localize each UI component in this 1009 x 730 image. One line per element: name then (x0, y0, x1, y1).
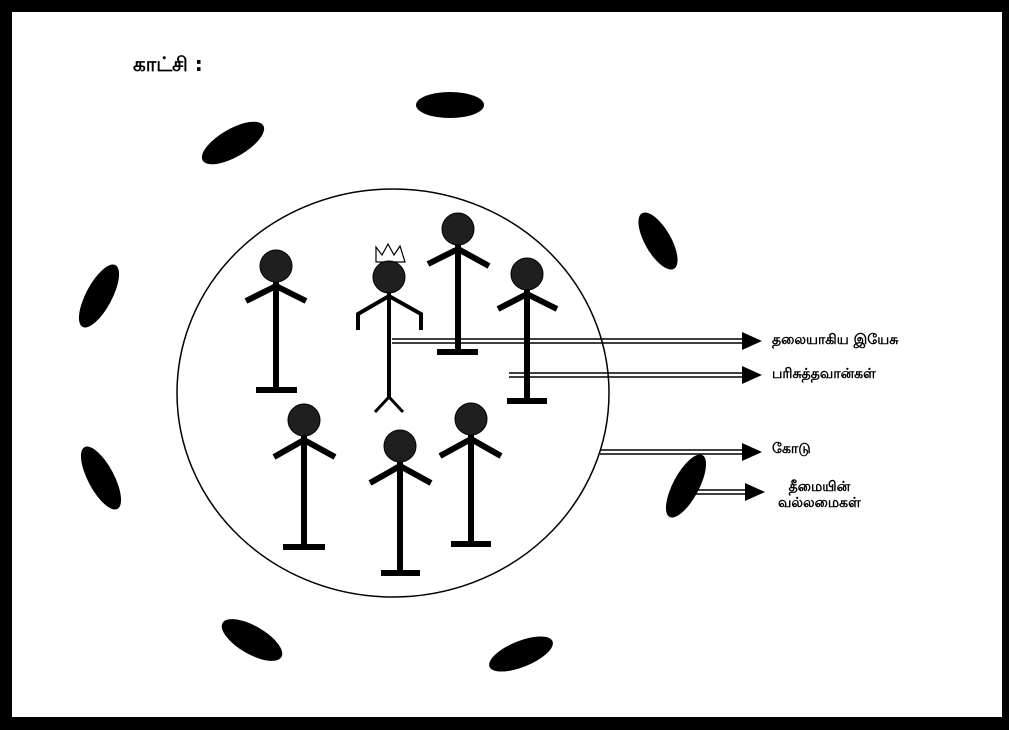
evil-powers (78, 92, 707, 672)
saints-label: பரிசுத்தவான்கள் (772, 366, 876, 382)
evil-powers-label: தீமையின் வல்லமைகள் (778, 479, 861, 511)
arrow-head-label (392, 332, 762, 350)
saint-figure (368, 429, 433, 576)
arrow-evil-label (690, 483, 765, 501)
jesus-figure (356, 242, 423, 414)
evil-power-blob (201, 121, 265, 165)
evil-power-blob (78, 264, 120, 328)
evil-power-blob (221, 619, 283, 661)
boundary-label: கோடு (772, 441, 811, 457)
evil-power-blob (489, 636, 553, 672)
boundary-circle (176, 188, 610, 598)
saint-figure (244, 249, 308, 393)
saint-figure (438, 402, 503, 547)
saint-figure (272, 403, 337, 550)
arrow-saints-label (509, 366, 762, 384)
saint-figure (496, 257, 559, 404)
arrow-boundary-label (600, 443, 762, 461)
scene-title: காட்சி : (133, 52, 203, 76)
evil-power-blob (638, 212, 678, 270)
evil-powers-label-line2: வல்லமைகள் (778, 495, 861, 512)
arrows (392, 332, 765, 501)
evil-power-blob (80, 446, 122, 510)
crown-icon (375, 242, 406, 263)
head-jesus-label: தலையாகிய இயேசு (772, 332, 899, 348)
evil-power-blob (665, 454, 707, 518)
evil-powers-label-line1: தீமையின் (788, 479, 851, 495)
evil-power-blob (416, 92, 484, 118)
saints (244, 212, 559, 576)
saint-figure (426, 212, 491, 355)
